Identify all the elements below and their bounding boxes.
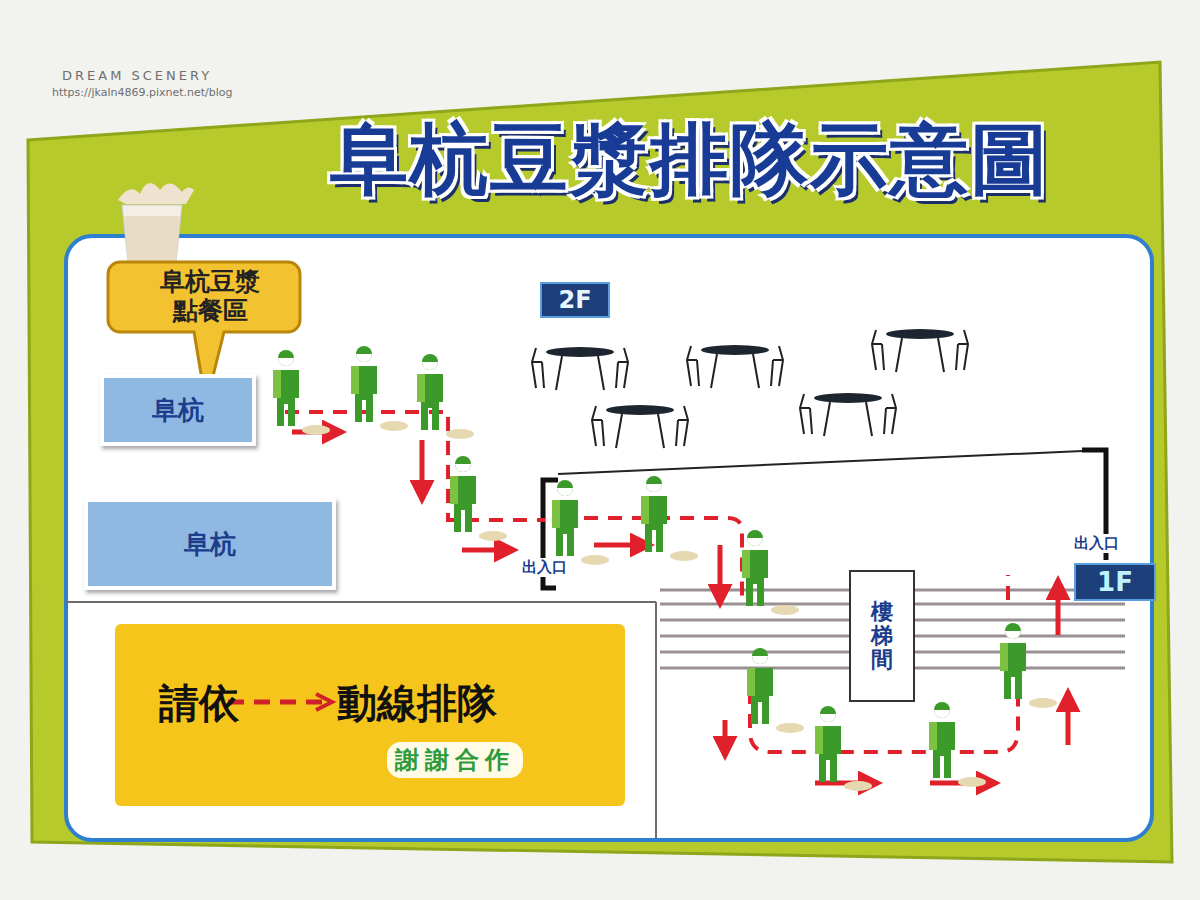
floor-badge: 2F bbox=[540, 282, 610, 318]
floor-badge: 1F bbox=[1074, 563, 1156, 601]
node-text: 阜杭豆漿 點餐區 bbox=[155, 268, 265, 326]
callout-box: 阜杭豆漿 點餐區 bbox=[132, 266, 288, 332]
title: 阜杭豆漿排隊示意圖 bbox=[330, 108, 1050, 213]
watermark: DREAM SCENERY bbox=[62, 68, 212, 83]
node-text: 2F bbox=[558, 286, 591, 314]
node-text: 1F bbox=[1097, 567, 1133, 597]
node-text: 謝謝合作 bbox=[387, 742, 523, 778]
door-label: 出入口 bbox=[520, 558, 569, 577]
note-box: 請依 動線排隊謝謝合作 bbox=[115, 624, 625, 806]
node-text: 樓梯間 bbox=[871, 600, 893, 673]
stairwell-box: 樓梯間 bbox=[849, 570, 915, 702]
node-text: 動線排隊 bbox=[337, 676, 497, 731]
node-text: 阜杭 bbox=[184, 527, 236, 562]
door-label: 出入口 bbox=[1072, 534, 1121, 553]
watermark-url: https://jkaln4869.pixnet.net/blog bbox=[52, 86, 233, 99]
counter-box: 阜杭 bbox=[100, 374, 256, 446]
node-text: 請依 bbox=[159, 676, 239, 731]
counter-box: 阜杭 bbox=[84, 498, 336, 590]
node-text: 阜杭 bbox=[152, 393, 204, 428]
